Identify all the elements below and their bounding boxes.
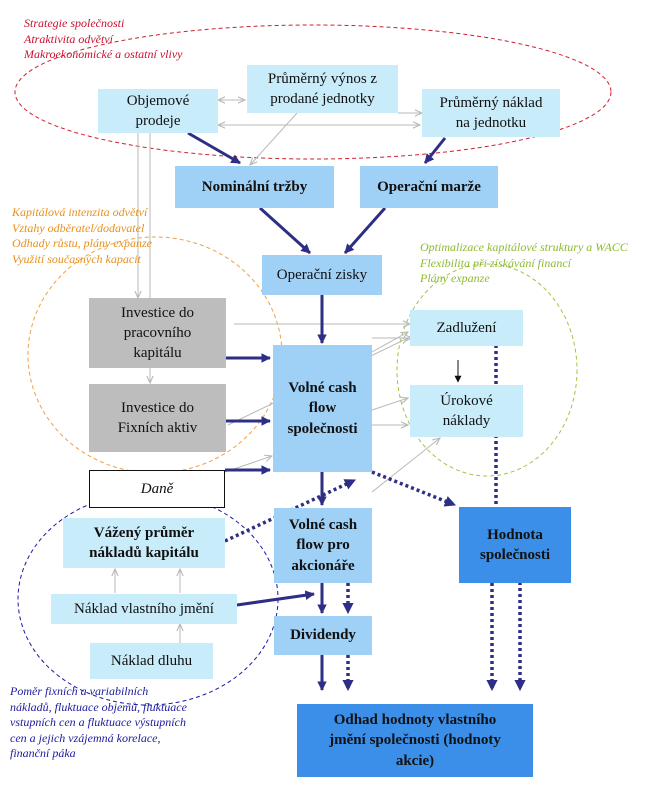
capital-note-line: Kapitálová intenzita odvětví xyxy=(12,205,148,219)
fcf-equity-box: Volné cash flow pro akcionáře xyxy=(274,508,372,583)
working-capital-box: Investice do pracovního kapitálu xyxy=(89,298,226,368)
financing-note-line: Flexibilita při získávání financí xyxy=(420,255,571,270)
financing-note: Optimalizace kapitálové struktury a WACC… xyxy=(420,240,628,287)
box-line: Operační zisky xyxy=(276,266,368,283)
cost-of-equity-box: Náklad vlastního jmění xyxy=(51,594,237,624)
financing-note-line: Optimalizace kapitálové struktury a WACC xyxy=(420,240,628,254)
capital-note-line: Odhady růstu, plány expanze xyxy=(12,236,152,251)
box-line: Hodnota xyxy=(487,526,543,543)
risk-note-line: nákladů, fluktuace objemů, fluktuace xyxy=(10,699,187,714)
box-line: na jednotku xyxy=(455,115,527,131)
box-line: Průměrný výnos z xyxy=(267,70,378,87)
risk-note-line: vstupních cen a fluktuace výstupních xyxy=(10,715,186,730)
box-line: Fixních aktiv xyxy=(117,420,198,436)
volume-sales-box: Objemové prodeje xyxy=(98,89,218,133)
box-line: flow xyxy=(308,400,337,417)
box-line: Investice do xyxy=(121,399,194,416)
box-line: Vážený průměr xyxy=(93,524,195,541)
strategy-note-line: Makroekonomické a ostatní vlivy xyxy=(24,47,183,62)
box-line: Dividendy xyxy=(290,627,356,644)
box-line: prodeje xyxy=(135,113,181,129)
capital-note: Kapitálová intenzita odvětví Vztahy odbě… xyxy=(12,205,152,267)
box-line: Volné cash xyxy=(288,380,357,397)
box-line: Operační marže xyxy=(377,178,481,195)
strategy-note-line: Atraktivita odvětví xyxy=(24,31,113,46)
financing-note-line: Plány expanze xyxy=(420,271,490,286)
box-line: Odhad hodnoty vlastního xyxy=(333,712,497,729)
avg-cost-box: Průměrný náklad na jednotku xyxy=(422,89,560,137)
operating-margin-box: Operační marže xyxy=(360,166,498,208)
box-line: nákladů kapitálu xyxy=(89,545,199,561)
box-line: kapitálu xyxy=(133,345,182,362)
box-line: Volné cash xyxy=(288,517,358,534)
fixed-assets-box: Investice do Fixních aktiv xyxy=(89,384,226,452)
box-line: Investice do xyxy=(121,304,194,321)
taxes-box: Daně xyxy=(89,470,225,508)
strategy-note: Strategie společnosti Atraktivita odvětv… xyxy=(24,16,183,63)
box-line: Úrokové xyxy=(440,392,493,409)
box-line: Daně xyxy=(140,480,174,497)
box-line: pracovního xyxy=(123,324,192,341)
box-line: Náklad vlastního jmění xyxy=(74,600,214,617)
box-line: náklady xyxy=(442,413,491,429)
interest-box: Úrokové náklady xyxy=(410,385,523,437)
box-line: jmění společnosti (hodnoty xyxy=(329,732,501,749)
capital-note-line: Využití současných kapacit xyxy=(12,251,141,266)
operating-profit-box: Operační zisky xyxy=(262,255,382,295)
box-line: společnosti xyxy=(287,420,358,437)
box-line: Nominální tržby xyxy=(201,178,308,195)
box-line: flow pro xyxy=(296,537,350,554)
box-line: prodané jednotky xyxy=(270,91,375,107)
box-line: Zadlužení xyxy=(436,319,497,336)
box-line: akcionáře xyxy=(291,557,355,574)
cost-of-debt-box: Náklad dluhu xyxy=(90,643,213,679)
risk-note: Poměr fixních a variabilních nákladů, fl… xyxy=(10,684,187,762)
firm-value-box: Hodnota společnosti xyxy=(459,507,571,583)
wacc-box: Vážený průměr nákladů kapitálu xyxy=(63,518,225,568)
box-line: akcie) xyxy=(395,752,435,769)
avg-revenue-box: Průměrný výnos z prodané jednotky xyxy=(247,65,398,113)
risk-note-line: Poměr fixních a variabilních xyxy=(10,684,149,698)
dividends-box: Dividendy xyxy=(274,616,372,655)
financing-ellipse xyxy=(396,263,578,477)
box-line: Náklad dluhu xyxy=(110,652,193,669)
risk-note-line: cen a jejich vzájemná korelace, xyxy=(10,730,161,745)
risk-note-line: finanční páka xyxy=(10,746,76,761)
strategy-ellipse xyxy=(14,24,612,160)
box-line: Průměrný náklad xyxy=(439,94,543,111)
strategy-note-line: Strategie společnosti xyxy=(24,16,125,30)
nominal-sales-box: Nominální tržby xyxy=(175,166,334,208)
capital-note-line: Vztahy odběratel/dodavatel xyxy=(12,220,145,235)
box-line: společnosti xyxy=(479,547,550,563)
equity-value-box: Odhad hodnoty vlastního jmění společnost… xyxy=(297,704,533,777)
fcf-firm-box: Volné cash flow společnosti xyxy=(273,345,372,472)
debt-box: Zadlužení xyxy=(410,310,523,346)
box-line: Objemové xyxy=(126,92,190,109)
